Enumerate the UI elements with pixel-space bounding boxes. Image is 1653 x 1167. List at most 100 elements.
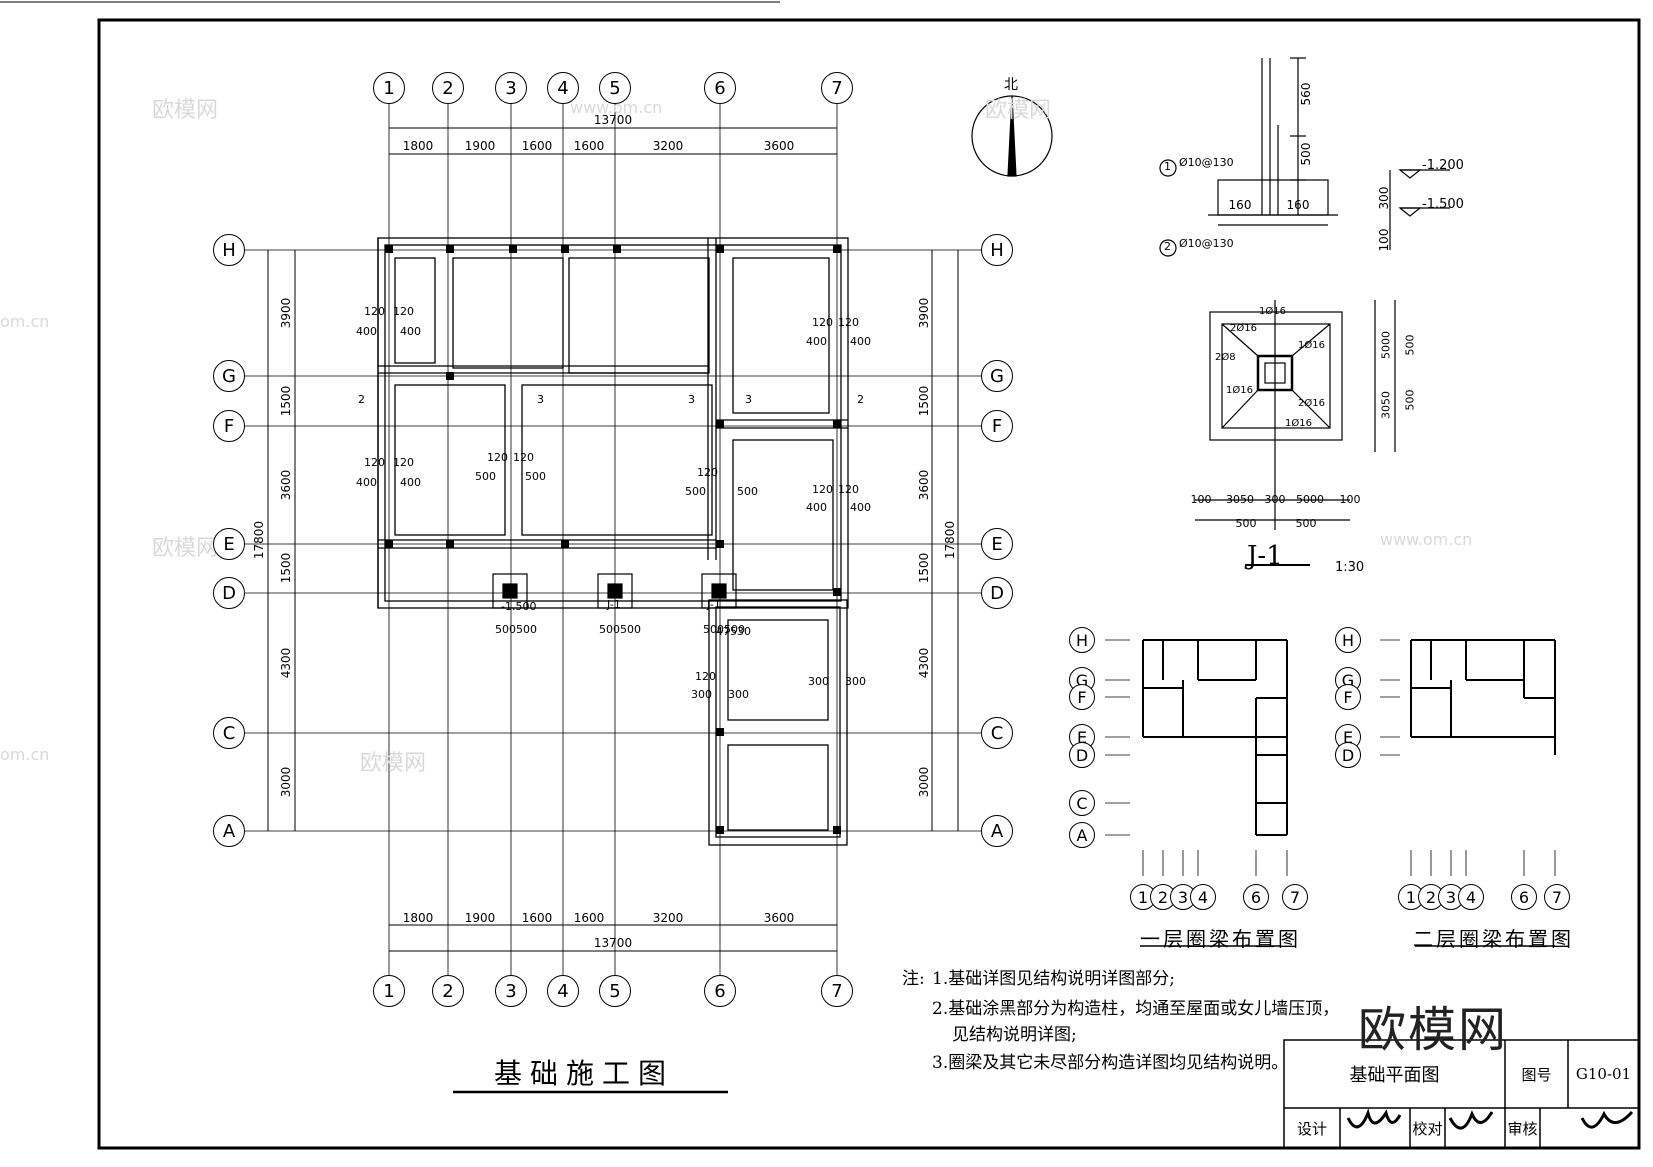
plan-dim: 5000 <box>1296 493 1324 506</box>
beam-plan-1 <box>1142 639 1288 836</box>
plan-rebar-label: 2Ø16 <box>1298 398 1325 409</box>
footing-label: J-1 <box>607 598 621 611</box>
beam-plan1-row-F: F <box>1069 684 1095 710</box>
dim-bottom: 1600 <box>573 911 605 925</box>
foundation-walls <box>377 237 849 846</box>
beam-plan1-col-7: 7 <box>1282 884 1308 910</box>
plan-rebar-label: 1Ø16 <box>1285 418 1312 429</box>
plan-rebar-label: 1Ø16 <box>1259 306 1286 317</box>
footing-dim: 500500 <box>495 623 537 636</box>
wall-type-label: 3 <box>688 393 695 406</box>
axis-bubble-2-bottom: 2 <box>432 975 464 1007</box>
tb-label-no: 图号 <box>1521 1065 1552 1084</box>
dim-top: 1800 <box>402 139 434 153</box>
plan-rebar-label: 2Ø8 <box>1215 352 1236 363</box>
detail-title: J-1 <box>1247 541 1283 571</box>
axis-bubble-4: 4 <box>547 72 579 104</box>
dim-left: 1500 <box>279 385 293 417</box>
axis-bubble-E: E <box>213 528 245 560</box>
dim-top: 1900 <box>464 139 496 153</box>
axis-bubble-7-bottom: 7 <box>821 975 853 1007</box>
beam-plan2-row-F: F <box>1335 684 1361 710</box>
dim-left-total: 17800 <box>252 520 266 560</box>
plan-dim: 300 <box>1264 493 1286 506</box>
plan-rebar-label: 1Ø16 <box>1298 340 1325 351</box>
footing-label: -1.500 <box>501 600 537 613</box>
plan-dim: 100 <box>1190 493 1212 506</box>
wall-width-label: 120 <box>364 305 385 318</box>
rebar-label-1: Ø10@130 <box>1179 156 1234 169</box>
watermark: 欧模网 <box>152 536 219 561</box>
dim-total-top: 13700 <box>593 113 633 127</box>
title-block <box>1283 1039 1640 1149</box>
dim-bottom: 3200 <box>652 911 684 925</box>
elevation-label-1: -1.200 <box>1422 158 1464 173</box>
section-dim: 300 <box>1377 186 1391 210</box>
watermark: 欧模网 <box>152 98 219 123</box>
plan-rebar-label: 2Ø16 <box>1230 323 1257 334</box>
signatures <box>1346 1108 1634 1130</box>
notes-prefix: 注: <box>902 969 925 989</box>
beam-plan1-row-A: A <box>1069 822 1095 848</box>
wall-width-label: 300 <box>808 675 829 688</box>
beam-plan2-col-6: 6 <box>1511 884 1537 910</box>
section-dim: 100 <box>1377 228 1391 252</box>
beam-plan-guides <box>1105 639 1556 876</box>
dim-top: 3200 <box>652 139 684 153</box>
wall-width-label: 400 <box>356 476 377 489</box>
axis-bubble-7: 7 <box>821 72 853 104</box>
watermark: om.cn <box>0 312 50 331</box>
wall-width-label: 120 <box>393 305 414 318</box>
wall-width-label: 300 <box>691 688 712 701</box>
tb-drawing-name: 基础平面图 <box>1349 1065 1440 1086</box>
footing-label: J-1 <box>707 598 721 611</box>
axis-bubble-A-right: A <box>981 815 1013 847</box>
dim-left: 3600 <box>279 469 293 501</box>
beam-plan2-row-D: D <box>1335 742 1361 768</box>
dim-right: 3600 <box>917 469 931 501</box>
axis-bubble-1-bottom: 1 <box>373 975 405 1007</box>
axis-bubble-G: G <box>213 360 245 392</box>
dim-bottom: 3600 <box>763 911 795 925</box>
section-dim: 560 <box>1299 82 1313 106</box>
note-line-2: 2.基础涂黑部分为构造柱，均通至屋面或女儿墙压顶， <box>932 999 1340 1019</box>
note-line-2b: 见结构说明详图; <box>952 1025 1077 1045</box>
tb-label-review: 审核 <box>1507 1119 1538 1138</box>
drawing-title: 基础施工图 <box>494 1057 675 1090</box>
watermark: om.cn <box>0 745 50 764</box>
axis-bubble-4-bottom: 4 <box>547 975 579 1007</box>
dim-left: 3900 <box>279 297 293 329</box>
dim-left: 3000 <box>279 766 293 798</box>
watermark: 欧模网 <box>360 751 427 776</box>
beam-plan2-title: 二层圈梁布置图 <box>1413 927 1574 951</box>
axis-bubble-2: 2 <box>432 72 464 104</box>
axis-bubble-5-bottom: 5 <box>599 975 631 1007</box>
beam-plan1-col-6: 6 <box>1243 884 1269 910</box>
wall-width-label: 500 <box>737 485 758 498</box>
wall-width-label: 120 <box>695 670 716 683</box>
plan-dim: 500 <box>1403 389 1417 411</box>
wall-type-label: 3 <box>537 393 544 406</box>
dimension-lines <box>267 127 959 952</box>
axis-bubble-5: 5 <box>599 72 631 104</box>
dim-bottom: 1900 <box>464 911 496 925</box>
tb-drawing-no: G10-01 <box>1575 1065 1632 1083</box>
brand-logo: 欧模网 <box>1358 1002 1509 1058</box>
wall-type-label: 2 <box>358 393 365 406</box>
note-line-3: 3.圈梁及其它未尽部分构造详图均见结构说明。 <box>932 1053 1289 1073</box>
constructional-columns <box>385 245 841 834</box>
axis-bubble-D: D <box>213 577 245 609</box>
axis-bubble-3-bottom: 3 <box>495 975 527 1007</box>
rebar-callout-2: 2 <box>1164 240 1171 253</box>
axis-bubble-G-right: G <box>981 360 1013 392</box>
axis-bubble-A: A <box>213 815 245 847</box>
dim-bottom: 1600 <box>521 911 553 925</box>
dim-top: 1600 <box>573 139 605 153</box>
beam-plan-2 <box>1410 639 1556 755</box>
plan-dim: 500 <box>1235 517 1257 530</box>
elevation-label-2: -1.500 <box>1422 197 1464 212</box>
wall-width-label: 500 <box>685 485 706 498</box>
wall-width-label: 120 <box>812 483 833 496</box>
axis-bubble-D-right: D <box>981 577 1013 609</box>
beam-plan1-title: 一层圈梁布置图 <box>1140 927 1301 951</box>
